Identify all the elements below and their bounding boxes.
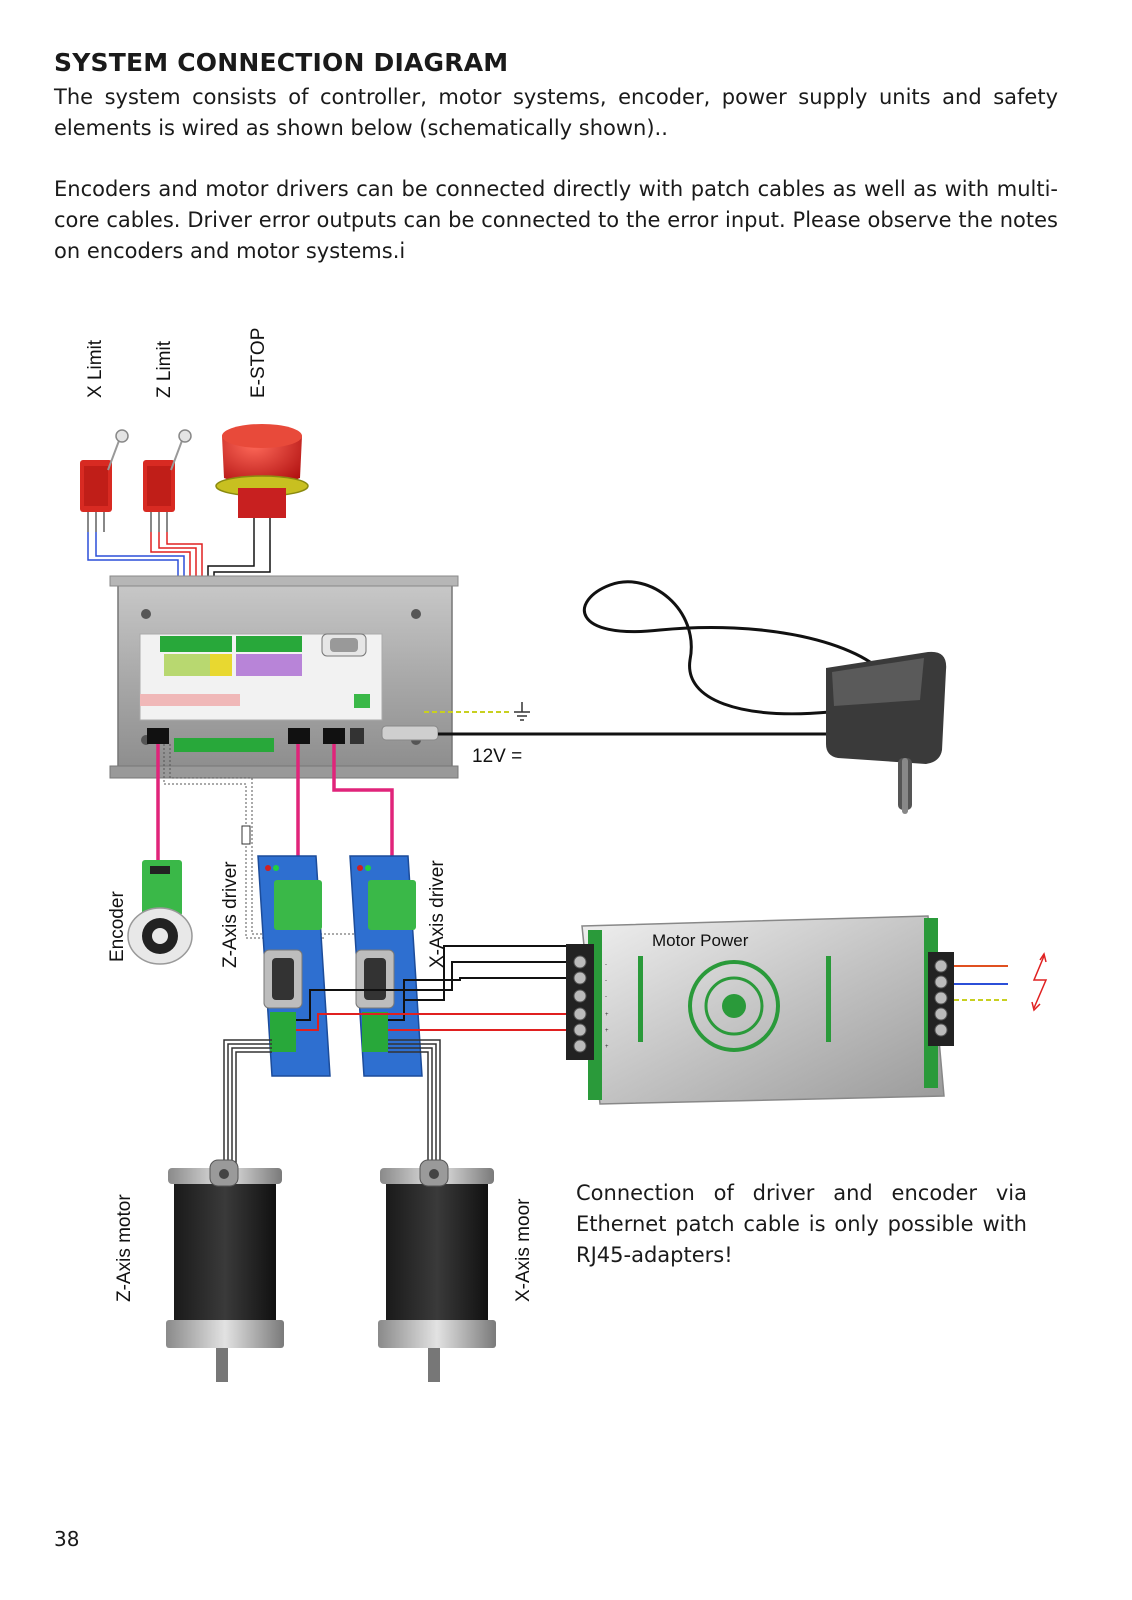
terminal-screws: [573, 955, 948, 1053]
terminal-polarity-labels: - - - + + +: [605, 962, 609, 1050]
z-axis-motor-icon: [166, 1159, 284, 1382]
x-axis-motor-label: X-Axis moor: [513, 1198, 534, 1302]
page-title: SYSTEM CONNECTION DIAGRAM: [54, 48, 509, 77]
z-limit-switch-icon: [143, 429, 192, 532]
x-axis-driver-icon: [349, 855, 423, 1077]
polarity-4: +: [605, 1012, 609, 1018]
z-limit-label: Z Limit: [154, 340, 175, 398]
emergency-stop-icon: [215, 424, 309, 540]
power-adapter-icon: [826, 651, 947, 814]
encoder-icon: [127, 860, 193, 965]
x-limit-switch-icon: [80, 429, 129, 532]
intro-paragraph-1: The system consists of controller, motor…: [54, 85, 1058, 140]
ground-icon: [514, 702, 530, 721]
mains-lightning-icon: [1031, 952, 1048, 1012]
polarity-1: -: [605, 962, 607, 968]
controller-board-icon: [109, 575, 459, 779]
polarity-2: -: [605, 978, 607, 984]
polarity-5: +: [605, 1028, 609, 1034]
z-axis-motor-label: Z-Axis motor: [114, 1194, 135, 1302]
x-limit-label: X Limit: [85, 339, 106, 398]
estop-label: E-STOP: [248, 328, 269, 398]
driver-power-wiring: [296, 945, 572, 1031]
rj45-adapter-note: Connection of driver and encoder via Eth…: [576, 1181, 1027, 1267]
x-axis-driver-label: X-Axis driver: [427, 860, 448, 968]
supply-voltage-label: 12V =: [472, 746, 522, 767]
driver-error-wiring: [163, 744, 367, 939]
motor-power-label: Motor Power: [652, 931, 749, 950]
x-axis-motor-icon: [378, 1159, 496, 1382]
intro-paragraph-2: Encoders and motor drivers can be connec…: [54, 177, 1058, 263]
page-number: 38: [54, 1527, 80, 1551]
polarity-3: -: [605, 994, 607, 1000]
motor-wiring: [223, 1039, 441, 1170]
resistor-icon: [241, 825, 251, 845]
encoder-label: Encoder: [107, 891, 128, 962]
z-axis-driver-icon: [257, 855, 331, 1077]
power-supply-icon: [566, 915, 954, 1105]
mains-wiring: [954, 965, 1008, 1001]
polarity-6: +: [605, 1044, 609, 1050]
z-axis-driver-label: Z-Axis driver: [220, 861, 241, 968]
